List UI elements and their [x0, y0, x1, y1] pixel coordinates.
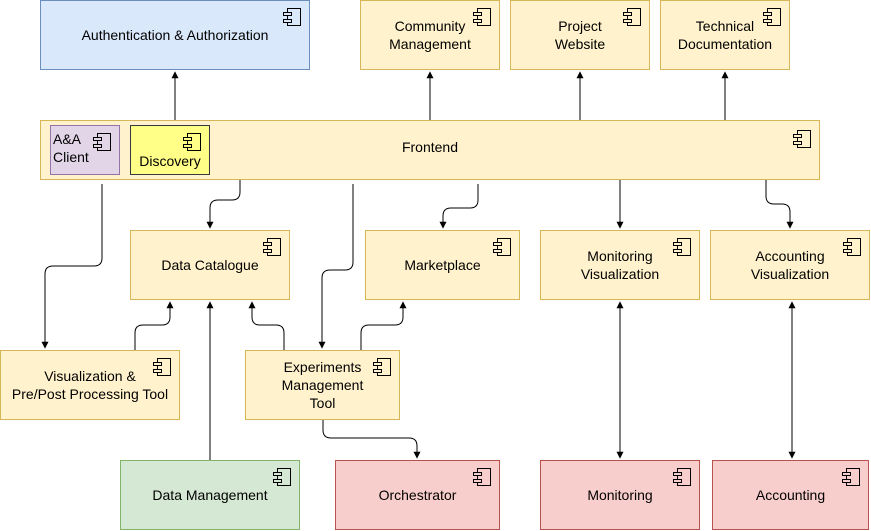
community-component: Community Management — [360, 0, 500, 70]
component-icon — [273, 468, 291, 486]
component-icon — [93, 133, 111, 151]
discovery-label: Discovery — [139, 153, 201, 169]
component-icon — [263, 238, 281, 256]
data-catalogue-component: Data Catalogue — [130, 230, 290, 300]
marketplace-label: Marketplace — [404, 257, 481, 273]
edge-frontend-accvis — [765, 180, 794, 229]
auth-component: Authentication & Authorization — [40, 0, 310, 70]
experiments-tool-component: Experiments Management Tool — [245, 350, 400, 420]
component-icon — [673, 468, 691, 486]
accounting-component: Accounting — [712, 460, 869, 530]
tech-docs-label: Technical Documentation — [677, 18, 773, 52]
component-icon — [842, 468, 860, 486]
discovery-component: Discovery — [130, 125, 210, 175]
experiments-tool-label: Experiments Management Tool — [281, 359, 364, 411]
component-icon — [183, 133, 201, 151]
component-icon — [473, 8, 491, 26]
edge-frontend-vistool — [41, 184, 103, 349]
edge-frontend-marketplace — [439, 184, 479, 229]
orchestrator-component: Orchestrator — [335, 460, 500, 530]
aa-client-component: A&A Client — [50, 125, 120, 175]
marketplace-component: Marketplace — [365, 230, 520, 300]
component-icon — [373, 358, 391, 376]
vis-tool-label: Visualization & Pre/Post Processing Tool — [11, 368, 169, 402]
orchestrator-label: Orchestrator — [378, 487, 457, 503]
component-icon — [283, 8, 301, 26]
auth-label: Authentication & Authorization — [81, 27, 269, 43]
project-website-component: Project Website — [510, 0, 650, 70]
edge-experiments-orchestrator — [322, 420, 421, 459]
component-icon — [473, 468, 491, 486]
component-icon — [493, 238, 511, 256]
data-management-label: Data Management — [152, 487, 268, 503]
edge-experiments-catalogue — [248, 301, 285, 350]
vis-tool-component: Visualization & Pre/Post Processing Tool — [0, 350, 180, 420]
data-management-component: Data Management — [120, 460, 300, 530]
project-website-label: Project Website — [554, 18, 606, 52]
community-label: Community Management — [389, 18, 471, 52]
tech-docs-component: Technical Documentation — [660, 0, 790, 70]
frontend-label: Frontend — [401, 139, 459, 155]
monitoring-vis-label: Monitoring Visualization — [580, 248, 660, 282]
component-icon — [763, 8, 781, 26]
edge-vistool-catalogue — [134, 301, 174, 350]
component-icon — [623, 8, 641, 26]
component-icon — [673, 238, 691, 256]
component-icon — [843, 238, 861, 256]
component-icon — [793, 130, 811, 148]
accounting-vis-label: Accounting Visualization — [750, 248, 830, 282]
edge-experiments-marketplace — [360, 301, 407, 350]
monitoring-label: Monitoring — [587, 487, 653, 503]
accounting-label: Accounting — [755, 487, 826, 503]
accounting-vis-component: Accounting Visualization — [710, 230, 870, 300]
edge-frontend-catalogue — [206, 180, 241, 229]
monitoring-component: Monitoring — [540, 460, 700, 530]
component-icon — [153, 358, 171, 376]
aa-client-label: A&A Client — [53, 131, 89, 165]
monitoring-vis-component: Monitoring Visualization — [540, 230, 700, 300]
edge-frontend-experiments — [318, 184, 354, 349]
data-catalogue-label: Data Catalogue — [161, 257, 259, 273]
